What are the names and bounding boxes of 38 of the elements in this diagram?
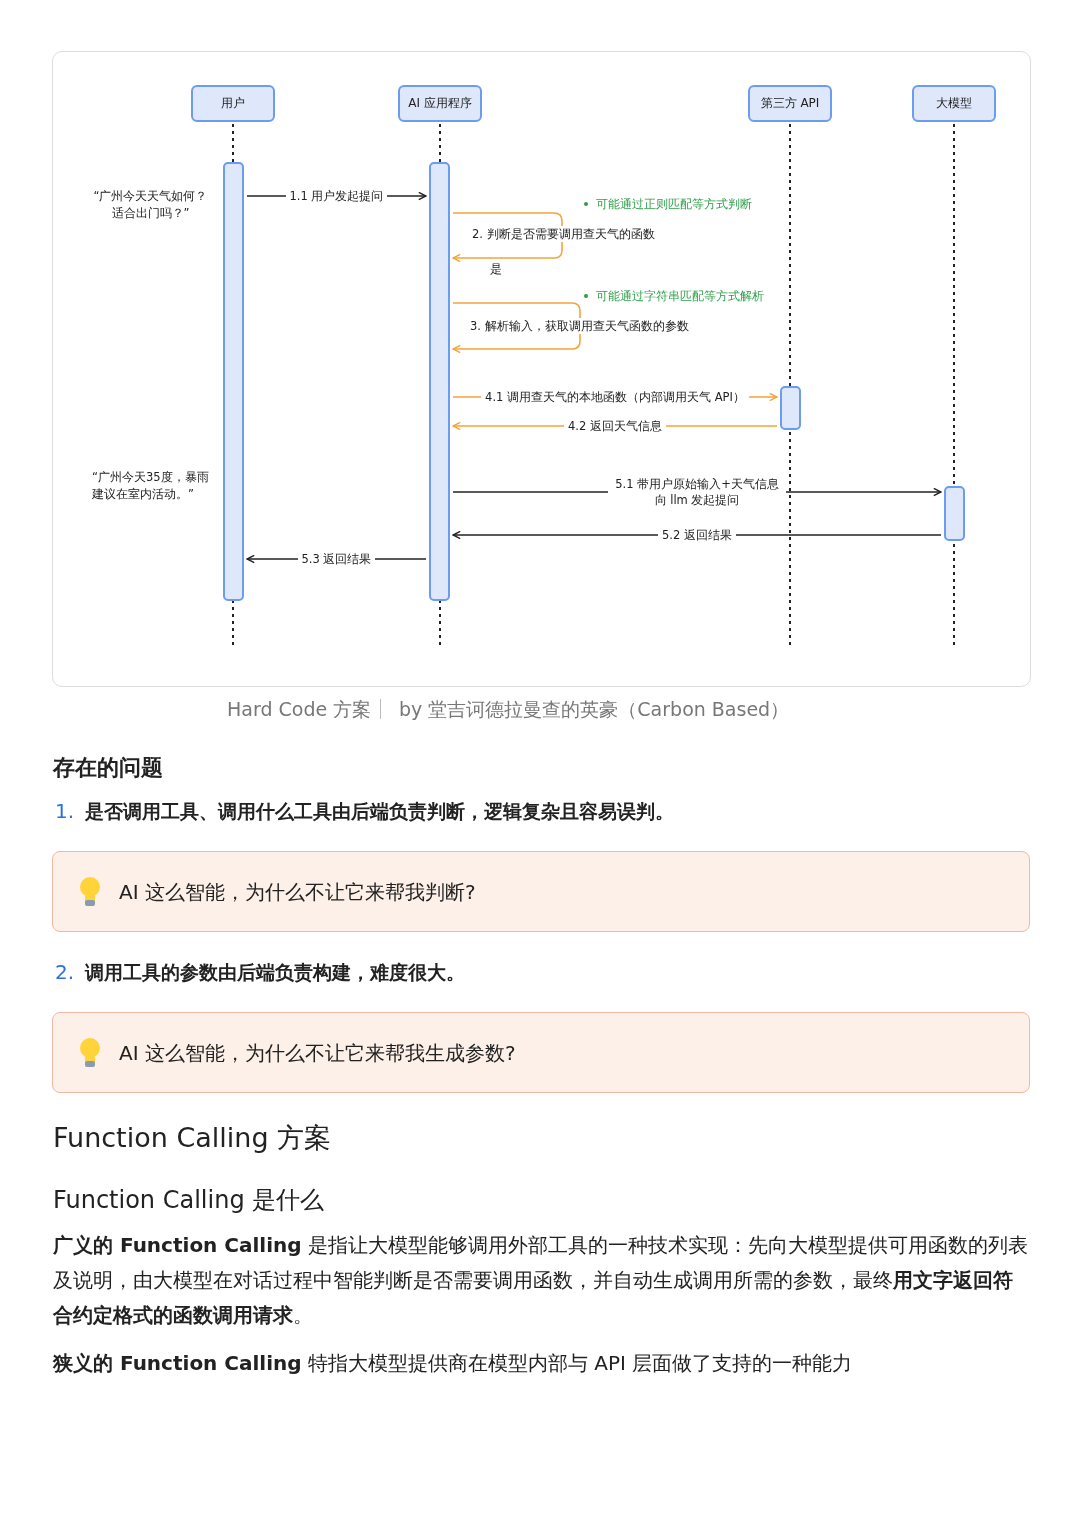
- list-item-text: 调用工具的参数由后端负责构建，难度很大。: [85, 960, 465, 985]
- activation-bar: [944, 486, 965, 541]
- callout-text: AI 这么智能，为什么不让它来帮我判断?: [119, 879, 476, 906]
- list-number: 1.: [55, 799, 75, 823]
- participant-box: AI 应用程序: [398, 85, 482, 122]
- section-heading: Function Calling 方案: [53, 1121, 332, 1155]
- activation-bar: [429, 162, 450, 601]
- edge-label: 5.3 返回结果: [297, 551, 376, 567]
- list-number: 2.: [55, 960, 75, 984]
- caption: Hard Code 方案: [227, 697, 372, 722]
- participant-box: 第三方 API: [748, 85, 832, 122]
- callout-box: [52, 1012, 1030, 1093]
- section-heading: 存在的问题: [53, 754, 163, 782]
- participant-box: 大模型: [912, 85, 996, 122]
- paragraph: 狭义的 Function Calling 特指大模型提供商在模型内部与 API 层面做了支持的一种能力: [53, 1350, 854, 1377]
- note-text: 可能通过字符串匹配等方式解析: [584, 289, 764, 304]
- subsection-heading: Function Calling 是什么: [53, 1185, 325, 1216]
- edge-label: 5.1 带用户原始输入+天气信息向 llm 发起提问: [608, 476, 786, 508]
- callout-text: AI 这么智能，为什么不让它来帮我生成参数?: [119, 1040, 516, 1067]
- arrow: [452, 302, 581, 354]
- edge-label: 3. 解析输入，获取调用查天气函数的参数: [468, 318, 691, 334]
- edge-label: 4.1 调用查天气的本地函数（内部调用天气 API）: [481, 389, 749, 405]
- text-label: 是: [490, 262, 502, 277]
- activation-bar: [780, 386, 801, 430]
- byline-text: by 堂吉诃德拉曼查的英豪（Carbon Based）: [399, 697, 790, 722]
- edge-label: 5.2 返回结果: [658, 527, 736, 543]
- paragraph: 广义的 Function Calling 是指让大模型能够调用外部工具的一种技术实现：先向大模型提供可用函数的列表及说明，由大模型在对话过程中智能判断是否需要调用函数，并自动生成调用所需的参数，最终用文字返回符合约定格式的函数调用请求。: [53, 1232, 1028, 1329]
- callout-box: [52, 851, 1030, 932]
- edge-label: 2. 判断是否需要调用查天气的函数: [470, 226, 657, 242]
- participant-box: 用户: [191, 85, 275, 122]
- note-text: 可能通过正则匹配等方式判断: [584, 197, 752, 212]
- edge-label: 4.2 返回天气信息: [564, 418, 666, 434]
- arrow: [452, 212, 563, 263]
- activation-bar: [223, 162, 244, 601]
- edge-label: 1.1 用户发起提问: [285, 188, 388, 204]
- quote-text: “广州今天35度，暴雨建议在室内活动。”: [92, 469, 210, 503]
- quote-text: “广州今天天气如何？适合出门吗？”: [92, 188, 209, 222]
- list-item-text: 是否调用工具、调用什么工具由后端负责判断，逻辑复杂且容易误判。: [85, 799, 674, 824]
